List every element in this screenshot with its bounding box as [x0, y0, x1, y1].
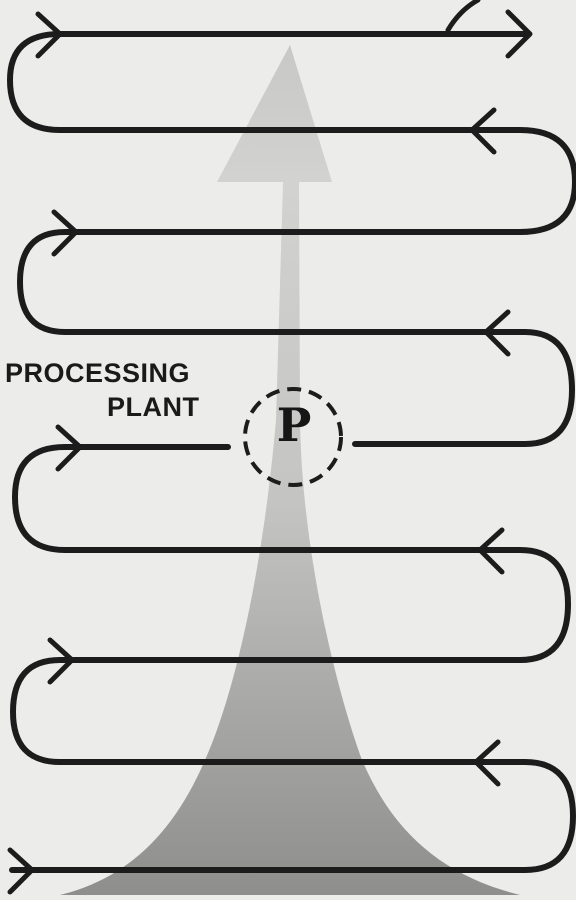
upper-triangle-shape: [217, 45, 332, 182]
lower-flared-shape: [60, 182, 520, 895]
processing-plant-marker: P: [254, 398, 334, 452]
processing-label: PROCESSING: [5, 358, 190, 389]
plant-label: PLANT: [107, 392, 200, 423]
curved-arrow-mark-icon: [448, 0, 478, 30]
